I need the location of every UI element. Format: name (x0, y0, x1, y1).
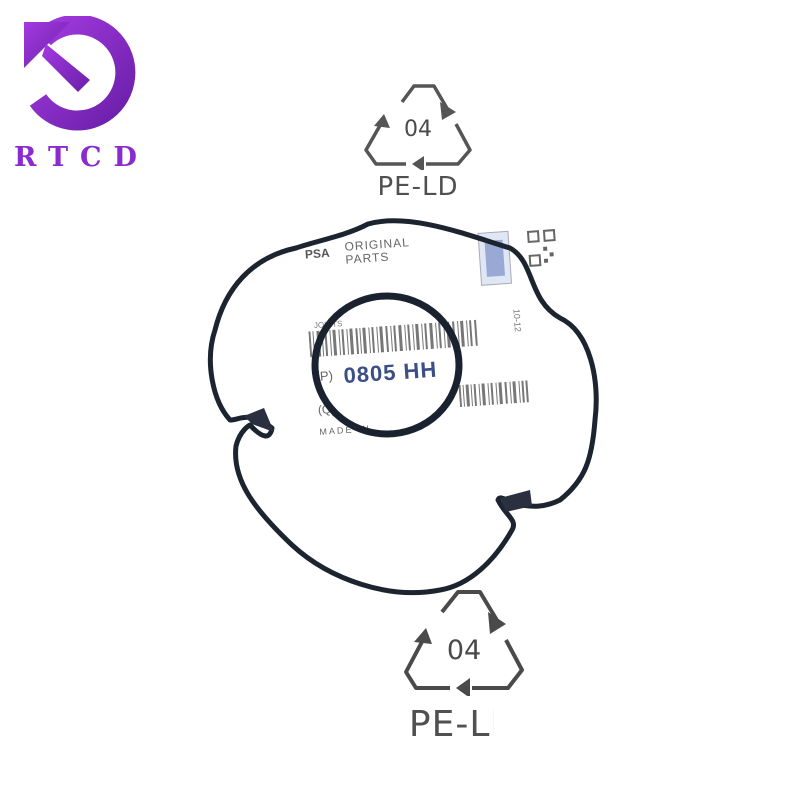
brand-name: RTCD (14, 142, 149, 173)
gasket-tab-right (500, 490, 532, 512)
circular-arrow-logo-icon (24, 16, 136, 131)
barcode-icon (458, 380, 529, 408)
resin-type: PE-LD (377, 172, 459, 202)
recycling-symbol-bottom: 04 PE-LD (402, 586, 526, 756)
brand-logo: RTCD (14, 16, 154, 173)
recycle-triangle-icon (364, 84, 472, 172)
resin-code: 04 (404, 117, 432, 142)
small-o-ring (311, 292, 463, 438)
resin-code: 04 (446, 635, 482, 666)
qr-code-icon (526, 229, 556, 267)
large-gasket (207, 218, 599, 596)
recycle-triangle-icon (404, 590, 524, 698)
recycling-symbol-top: 04 PE-LD (362, 80, 474, 210)
gasket-tab-left (244, 408, 274, 432)
resin-type: PE-LD (408, 704, 520, 745)
